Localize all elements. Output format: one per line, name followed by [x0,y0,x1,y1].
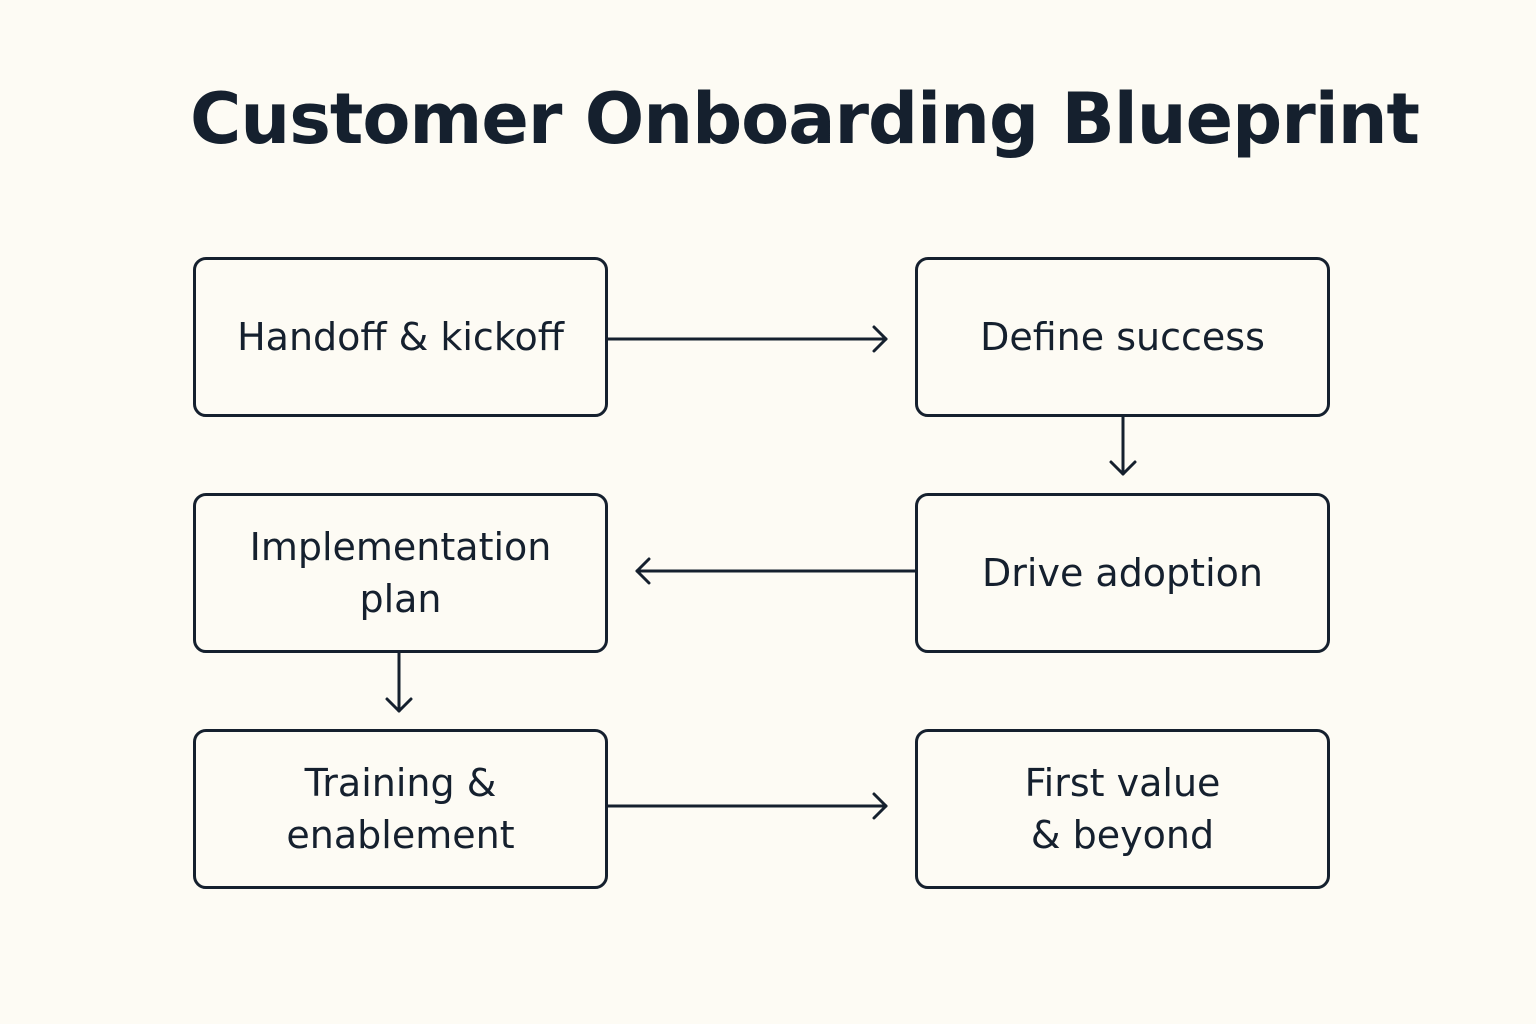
step-label: First value & beyond [1024,761,1221,857]
arrow-define-success-to-drive-adoption [1109,415,1137,476]
step-label: Drive adoption [982,551,1263,595]
step-define-success: Define success [915,257,1330,417]
page-title: Customer Onboarding Blueprint [190,78,1420,160]
step-handoff-kickoff: Handoff & kickoff [193,257,608,417]
step-label: Implementation plan [249,525,552,621]
step-implementation-plan: Implementation plan [193,493,608,653]
step-first-value-beyond: First value & beyond [915,729,1330,889]
arrow-handoff-to-define-success [606,325,888,353]
step-training-enablement: Training & enablement [193,729,608,889]
step-drive-adoption: Drive adoption [915,493,1330,653]
arrow-drive-adoption-to-implementation-plan [635,557,917,585]
step-label: Handoff & kickoff [237,315,564,359]
step-label: Define success [980,315,1265,359]
arrow-implementation-plan-to-training [385,651,413,713]
arrow-training-to-first-value [606,792,888,820]
step-label: Training & enablement [286,761,515,857]
